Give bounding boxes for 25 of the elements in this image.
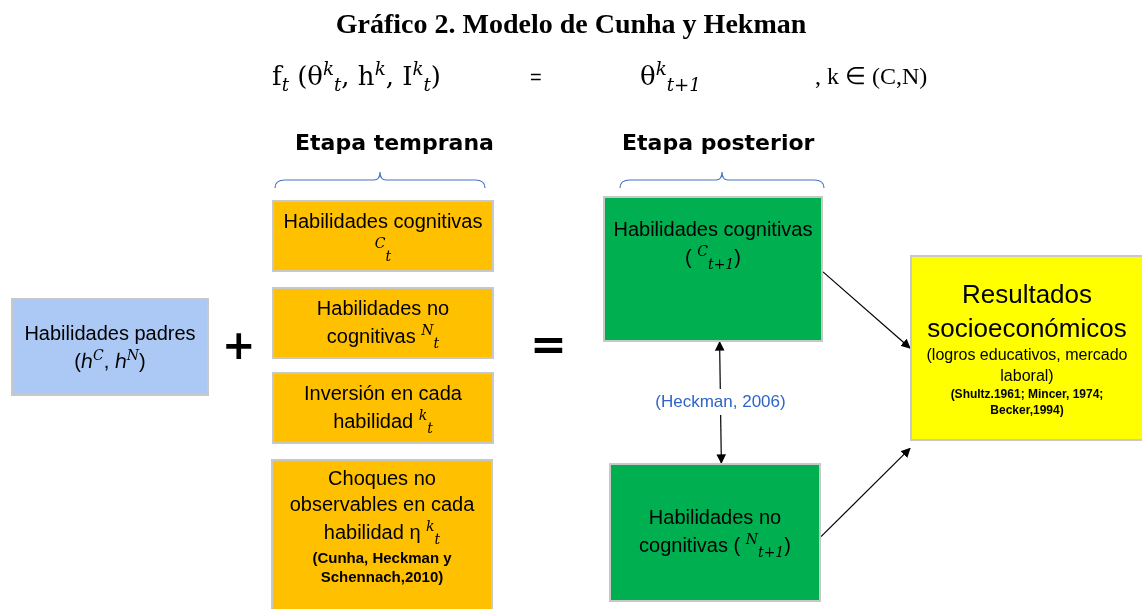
early-stage-box <box>271 459 493 609</box>
equals-sign: = <box>530 318 567 369</box>
plus-sign: + <box>222 322 256 368</box>
stage-heading: Etapa temprana <box>295 130 494 155</box>
box-text: Habilidades padres (ℎ$^{C}$, ℎ$^{N}$) <box>23 321 197 374</box>
title: Gráfico 2. Modelo de Cunha y Hekman <box>334 8 808 40</box>
formula: , k ∈ (C,N) <box>815 62 928 90</box>
outcomes-box <box>910 255 1142 441</box>
citation: (Cunha, Heckman y Schennach,2010) <box>311 547 453 587</box>
citation: (Shultz.1961; Mincer, 1974; Becker,1994) <box>949 387 1105 419</box>
early-stage-box <box>272 200 494 272</box>
box-text: Resultados socioeconómicos <box>926 277 1128 345</box>
arrow <box>820 447 911 538</box>
arrow <box>822 271 911 349</box>
later-stage-box <box>609 463 821 602</box>
later-stage-box <box>603 196 823 342</box>
early-stage-box <box>272 372 494 444</box>
citation: (logros educativos, mercado laboral) <box>925 345 1129 387</box>
stage-heading: Etapa posterior <box>622 130 815 155</box>
equals-sign: = <box>530 66 542 89</box>
box-text: Habilidades cognitivas ( $^{C}$$_{t+1}$) <box>612 217 814 273</box>
parent-skills-box <box>11 298 209 396</box>
formula: f$_{t}$ (θ$^{k}$$_{t}$, h$^{k}$, I$^{k}$$_{t}$) <box>272 58 441 95</box>
box-text: Habilidades no cognitivas ( $^{N}$$_{t+1}$) <box>638 505 792 561</box>
early-stage-box <box>272 287 494 359</box>
